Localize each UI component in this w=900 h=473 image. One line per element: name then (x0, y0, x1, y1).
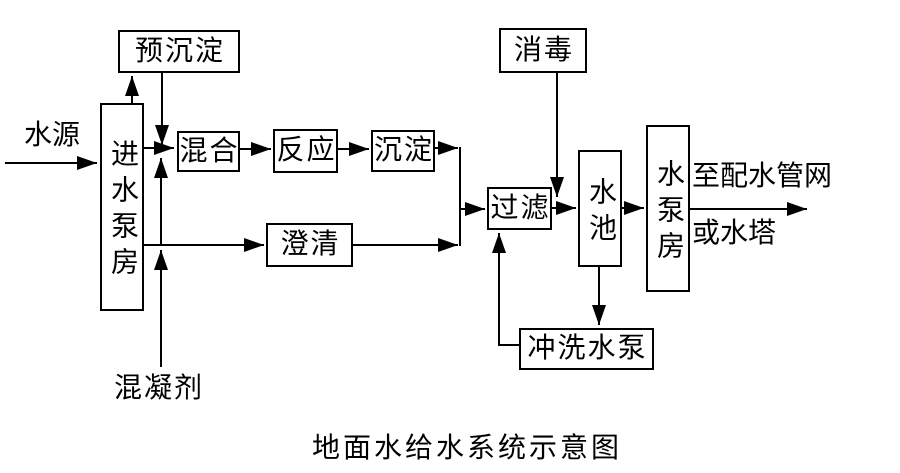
node-reaction-label: 反应 (276, 135, 337, 166)
node-backwash-pump-label: 冲洗水泵 (527, 333, 648, 364)
node-pre-sedimentation: 预沉淀 (118, 30, 240, 73)
node-disinfection: 消毒 (499, 28, 587, 73)
node-clear-water-tank: 水池 (578, 150, 622, 267)
diagram-title: 地面水给水系统示意图 (312, 433, 623, 464)
node-pre-sedimentation-label: 预沉淀 (134, 35, 225, 67)
coagulant-label: 混凝剂 (114, 373, 205, 404)
node-backwash-pump: 冲洗水泵 (519, 328, 654, 370)
node-intake-pump-house: 进水泵房 (100, 103, 144, 311)
node-pump-house: 水泵房 (646, 125, 690, 292)
node-disinfection-label: 消毒 (513, 34, 574, 66)
node-mixing: 混合 (177, 131, 240, 172)
node-clarification: 澄清 (266, 223, 353, 267)
node-filtration-label: 过滤 (490, 192, 551, 224)
node-sedimentation: 沉淀 (371, 130, 435, 172)
node-clear-water-tank-label: 水池 (585, 176, 616, 249)
node-mixing-label: 混合 (179, 135, 240, 167)
to-distribution-network-label: 至配水管网 (692, 161, 833, 192)
node-intake-pump-house-label: 进水泵房 (107, 139, 138, 283)
node-reaction: 反应 (273, 129, 338, 173)
water-source-label: 水源 (24, 120, 81, 151)
node-clarification-label: 澄清 (280, 229, 341, 260)
or-water-tower-label: 或水塔 (692, 218, 777, 249)
edge-backwash-pump-to-filtration (492, 233, 519, 346)
node-filtration: 过滤 (487, 187, 552, 230)
node-pump-house-label: 水泵房 (653, 158, 684, 267)
node-sedimentation-label: 沉淀 (373, 135, 434, 166)
